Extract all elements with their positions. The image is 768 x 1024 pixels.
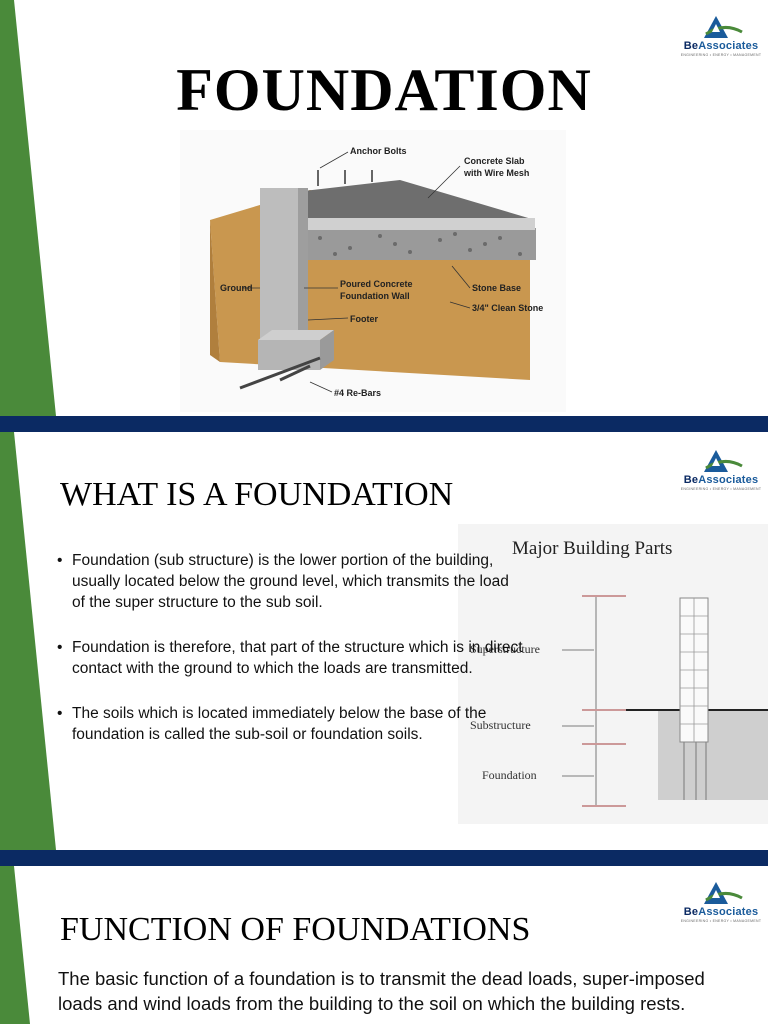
- definition-bullet-list: Foundation (sub structure) is the lower …: [56, 550, 526, 769]
- bullet-item: The soils which is located immediately b…: [56, 703, 526, 745]
- section-title: FUNCTION OF FOUNDATIONS: [60, 911, 531, 948]
- company-logo: BeAssociates ENGINEERING • ENERGY • MANA…: [676, 12, 766, 62]
- slide-divider: [0, 850, 768, 866]
- label-stone-base: Stone Base: [472, 283, 521, 293]
- label-concrete-slab-1: Concrete Slab: [464, 156, 525, 166]
- slide-divider: [0, 416, 768, 432]
- green-accent-bar: [0, 0, 56, 416]
- logo-mark-icon: [704, 450, 743, 472]
- section-title: WHAT IS A FOUNDATION: [60, 476, 454, 513]
- foundation-cross-section-diagram: Anchor Bolts Concrete Slab with Wire Mes…: [180, 130, 566, 412]
- slide-foundation: BeAssociates ENGINEERING • ENERGY • MANA…: [0, 0, 768, 416]
- label-clean-stone: 3/4" Clean Stone: [472, 303, 543, 313]
- label-foundation: Foundation: [482, 768, 537, 782]
- logo-be: Be: [683, 906, 699, 918]
- label-concrete-slab-2: with Wire Mesh: [463, 168, 529, 178]
- label-poured-concrete-1: Poured Concrete: [340, 279, 413, 289]
- logo-mark-icon: [704, 882, 743, 904]
- label-ground: Ground: [220, 283, 253, 293]
- logo-mark-icon: [704, 16, 743, 38]
- logo-tagline: ENGINEERING • ENERGY • MANAGEMENT: [680, 487, 762, 491]
- logo-be: Be: [683, 474, 699, 486]
- bullet-item: Foundation (sub structure) is the lower …: [56, 550, 526, 613]
- green-accent-bar: [0, 866, 30, 1024]
- function-paragraph: The basic function of a foundation is to…: [58, 968, 705, 1014]
- bullet-item: Foundation is therefore, that part of th…: [56, 637, 526, 679]
- green-accent-bar: [0, 432, 56, 850]
- foundation-wall: [260, 188, 298, 348]
- label-rebars: #4 Re-Bars: [334, 388, 381, 398]
- logo-tagline: ENGINEERING • ENERGY • MANAGEMENT: [680, 53, 762, 57]
- slide-function-of-foundations: [0, 866, 768, 1024]
- logo-tagline: ENGINEERING • ENERGY • MANAGEMENT: [680, 919, 762, 923]
- label-anchor-bolts: Anchor Bolts: [350, 146, 407, 156]
- page-title: FOUNDATION: [176, 57, 592, 123]
- logo-associates: Associates: [698, 474, 759, 486]
- soil-area: [658, 710, 768, 800]
- company-logo: BeAssociates ENGINEERING • ENERGY • MANA…: [676, 878, 766, 928]
- concrete-slab: [295, 180, 535, 230]
- stone-base-layer: [295, 228, 536, 260]
- label-poured-concrete-2: Foundation Wall: [340, 291, 410, 301]
- label-footer: Footer: [350, 314, 378, 324]
- logo-associates: Associates: [698, 906, 759, 918]
- diagram-title: Major Building Parts: [512, 538, 672, 559]
- logo-be: Be: [683, 40, 699, 52]
- logo-associates: Associates: [698, 40, 759, 52]
- company-logo: BeAssociates ENGINEERING • ENERGY • MANA…: [676, 446, 766, 496]
- footer-block: [258, 340, 320, 370]
